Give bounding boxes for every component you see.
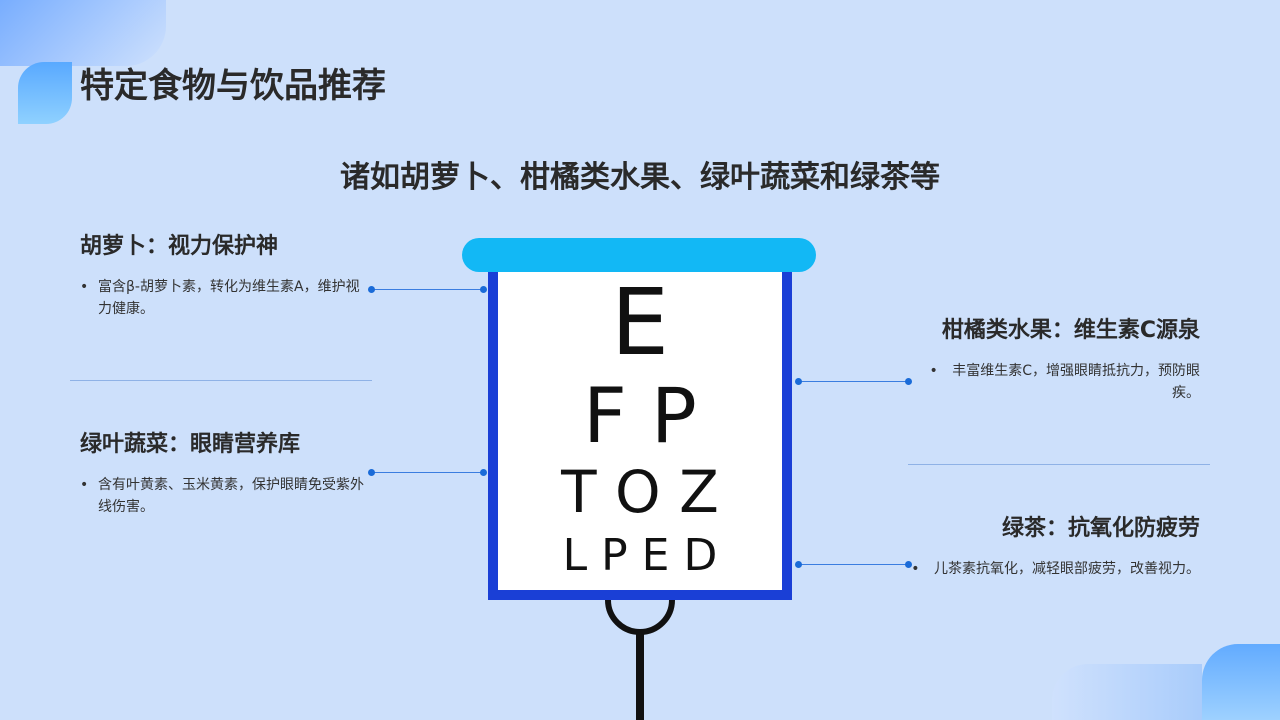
corner-decoration-bottom-right-accent — [1202, 644, 1280, 720]
eye-chart-header-bar — [462, 238, 816, 272]
connector-dot — [368, 286, 375, 293]
item-text: 丰富维生素C，增强眼睛抵抗力，预防眼疾。 — [952, 363, 1200, 401]
divider-left — [70, 380, 372, 381]
item-title: 柑橘类水果：维生素C源泉 — [941, 318, 1200, 343]
item-description: • 富含β-胡萝卜素，转化为维生素A，维护视力健康。 — [80, 276, 370, 320]
item-description: • 丰富维生素C，增强眼睛抵抗力，预防眼疾。 — [910, 360, 1201, 404]
eye-chart-row-1: E — [611, 269, 669, 376]
connector-citrus — [798, 381, 910, 382]
item-text: 儿茶素抗氧化，减轻眼部疲劳，改善视力。 — [934, 561, 1200, 577]
eye-chart-row-2: F P — [583, 371, 697, 460]
eye-chart-hook — [605, 599, 675, 635]
corner-decoration-top-left — [0, 0, 166, 66]
connector-dot — [480, 469, 487, 476]
corner-decoration-bottom-right — [1052, 664, 1202, 720]
connector-dot — [795, 561, 802, 568]
item-leafy-greens: 绿叶蔬菜：眼睛营养库 • 含有叶黄素、玉米黄素，保护眼睛免受紫外线伤害。 — [80, 426, 370, 518]
item-description: • 含有叶黄素、玉米黄素，保护眼睛免受紫外线伤害。 — [80, 474, 370, 518]
connector-dot — [905, 561, 912, 568]
connector-dot — [905, 378, 912, 385]
eye-chart-row-3: T O Z — [560, 458, 719, 526]
item-description: • 儿茶素抗氧化，减轻眼部疲劳，改善视力。 — [910, 558, 1200, 580]
connector-leafy-greens — [372, 472, 484, 473]
item-title: 绿茶：抗氧化防疲劳 — [1001, 516, 1200, 541]
divider-right — [908, 464, 1210, 465]
eye-chart-board — [498, 266, 782, 590]
connector-dot — [480, 286, 487, 293]
page-title: 特定食物与饮品推荐 — [80, 66, 386, 106]
eye-chart-illustration: E F P T O Z L P E D — [462, 238, 816, 720]
bullet-icon: • — [80, 279, 89, 295]
item-title: 绿叶蔬菜：眼睛营养库 — [80, 432, 301, 457]
eye-chart-stand — [636, 630, 644, 720]
bullet-icon: • — [911, 561, 920, 577]
eye-chart-row-4: L P E D — [563, 530, 718, 581]
item-text: 富含β-胡萝卜素，转化为维生素A，维护视力健康。 — [98, 279, 360, 317]
connector-dot — [795, 378, 802, 385]
item-text: 含有叶黄素、玉米黄素，保护眼睛免受紫外线伤害。 — [98, 477, 364, 515]
item-green-tea: 绿茶：抗氧化防疲劳 • 儿茶素抗氧化，减轻眼部疲劳，改善视力。 — [910, 510, 1200, 580]
connector-green-tea — [798, 564, 910, 565]
connector-carrot — [372, 289, 484, 290]
item-citrus: 柑橘类水果：维生素C源泉 • 丰富维生素C，增强眼睛抵抗力，预防眼疾。 — [910, 312, 1201, 404]
item-title: 胡萝卜：视力保护神 — [80, 234, 279, 259]
bullet-icon: • — [80, 477, 89, 493]
bullet-icon: • — [929, 363, 938, 379]
corner-decoration-accent — [18, 62, 72, 124]
connector-dot — [368, 469, 375, 476]
page-subtitle: 诸如胡萝卜、柑橘类水果、绿叶蔬菜和绿茶等 — [340, 160, 940, 195]
item-carrot: 胡萝卜：视力保护神 • 富含β-胡萝卜素，转化为维生素A，维护视力健康。 — [80, 228, 370, 320]
